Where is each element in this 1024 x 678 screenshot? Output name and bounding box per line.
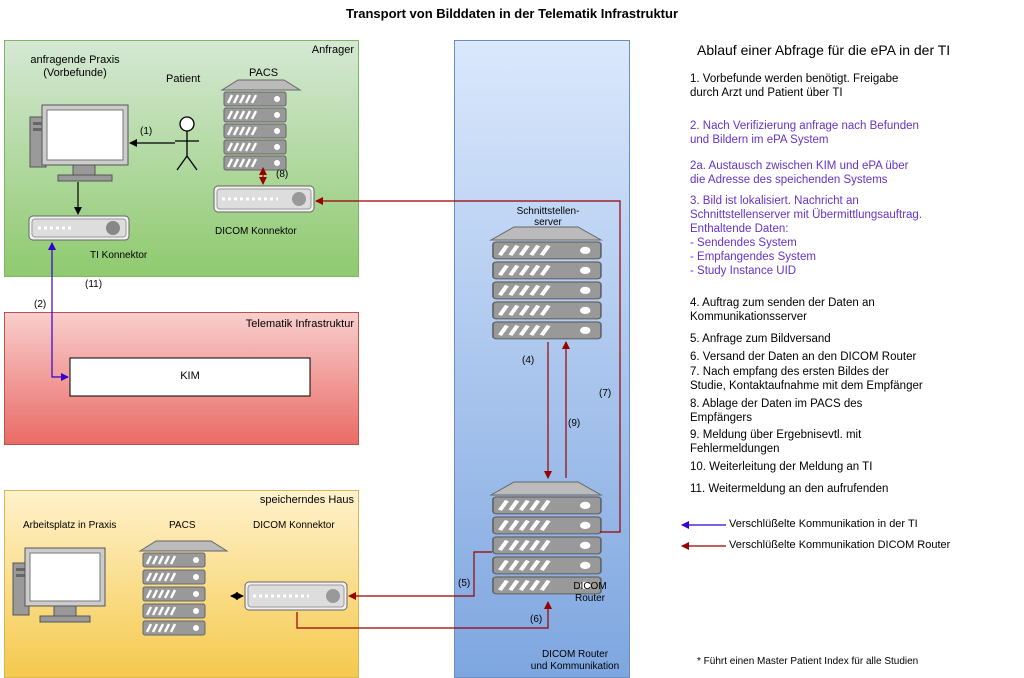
- storing-pacs-label: PACS: [169, 520, 196, 531]
- ti-connector-icon: [28, 215, 130, 241]
- kim-label: KIM: [180, 370, 200, 382]
- legend-ti-label: Verschlüßelte Kommunikation in der TI: [729, 518, 918, 530]
- process-heading: Ablauf einer Abfrage für die ePA in der …: [697, 42, 951, 58]
- patient-label: Patient: [166, 73, 201, 85]
- process-step-10: 10. Weiterleitung der Meldung an TI: [690, 461, 873, 473]
- arrow-label-8: (8): [276, 169, 289, 180]
- ti-corner-label: Telematik Infrastruktur: [245, 318, 354, 330]
- process-step-5: 5. Anfrage zum Bildversand: [690, 333, 831, 345]
- arrow-label-5: (5): [458, 578, 471, 589]
- arrow-5: [348, 551, 492, 600]
- requester-dicom-connector-label: DICOM Konnektor: [215, 226, 297, 237]
- router-column-label: DICOM Router und Kommunikation: [530, 649, 620, 672]
- arrow-label-11: (11): [85, 279, 103, 290]
- process-step-2a: 2a. Austausch zwischen KIM und ePA über …: [690, 160, 909, 186]
- process-step-8: 8. Ablage der Daten im PACS des Empfänge…: [690, 398, 863, 424]
- process-step-9: 9. Meldung über Ergebnisevtl. mit Fehler…: [690, 429, 862, 455]
- arrow-label-4: (4): [522, 355, 535, 366]
- storing-computer-icon: [12, 547, 106, 623]
- legend-dicom-label: Verschlüßelte Kommunikation DICOM Router: [729, 539, 951, 551]
- kim-box: [69, 357, 311, 397]
- process-step-6: 6. Versand der Daten an den DICOM Router: [690, 351, 917, 363]
- dicom-router-icon: [489, 481, 601, 594]
- arrow-label-6: (6): [530, 614, 543, 625]
- arrow-7: [315, 197, 621, 533]
- workstation-label: Arbeitsplatz in Praxis: [23, 520, 117, 531]
- arrow-label-2: (2): [34, 299, 47, 310]
- ti-connector-label: TI Konnektor: [90, 250, 148, 261]
- process-step-3: 3. Bild ist lokalisiert. Nachricht an Sc…: [690, 195, 923, 277]
- requesting-practice-label: anfragende Praxis (Vorbefunde): [30, 54, 120, 79]
- process-step-1: 1. Vorbefunde werden benötigt. Freigabe …: [690, 73, 899, 99]
- process-step-2: 2. Nach Verifizierung anfrage nach Befun…: [690, 120, 919, 146]
- requester-corner-label: Anfrager: [311, 44, 354, 56]
- diagram-title: Transport von Bilddaten in der Telematik…: [345, 6, 679, 21]
- storing-dicom-connector-label: DICOM Konnektor: [253, 520, 335, 531]
- arrow-6: [296, 601, 552, 629]
- requester-pacs-icon: [220, 79, 302, 172]
- process-step-4: 4. Auftrag zum senden der Daten an Kommu…: [690, 297, 875, 323]
- requester-pacs-label: PACS: [249, 67, 279, 79]
- storing-pacs-icon: [138, 540, 229, 637]
- arrow-label-7: (7): [599, 388, 612, 399]
- arrow-2: [48, 242, 69, 381]
- process-step-11: 11. Weitermeldung an den aufrufenden: [690, 483, 889, 495]
- interface-server-icon: [489, 226, 601, 339]
- storing-corner-label: speicherndes Haus: [259, 494, 354, 506]
- arrow-label-9: (9): [568, 418, 581, 429]
- requester-dicom-connector-icon: [213, 185, 315, 213]
- process-step-7: 7. Nach empfang des ersten Bildes der St…: [690, 366, 923, 392]
- footnote: * Führt einen Master Patient Index für a…: [697, 656, 919, 667]
- interface-server-label: Schnittstellen- server: [516, 206, 580, 228]
- arrow-label-1: (1): [140, 126, 153, 137]
- storing-dicom-connector-icon: [244, 581, 348, 611]
- requester-computer-icon: [29, 104, 129, 182]
- patient-icon: [175, 116, 199, 171]
- dicom-router-label: DICOM Router: [573, 581, 607, 604]
